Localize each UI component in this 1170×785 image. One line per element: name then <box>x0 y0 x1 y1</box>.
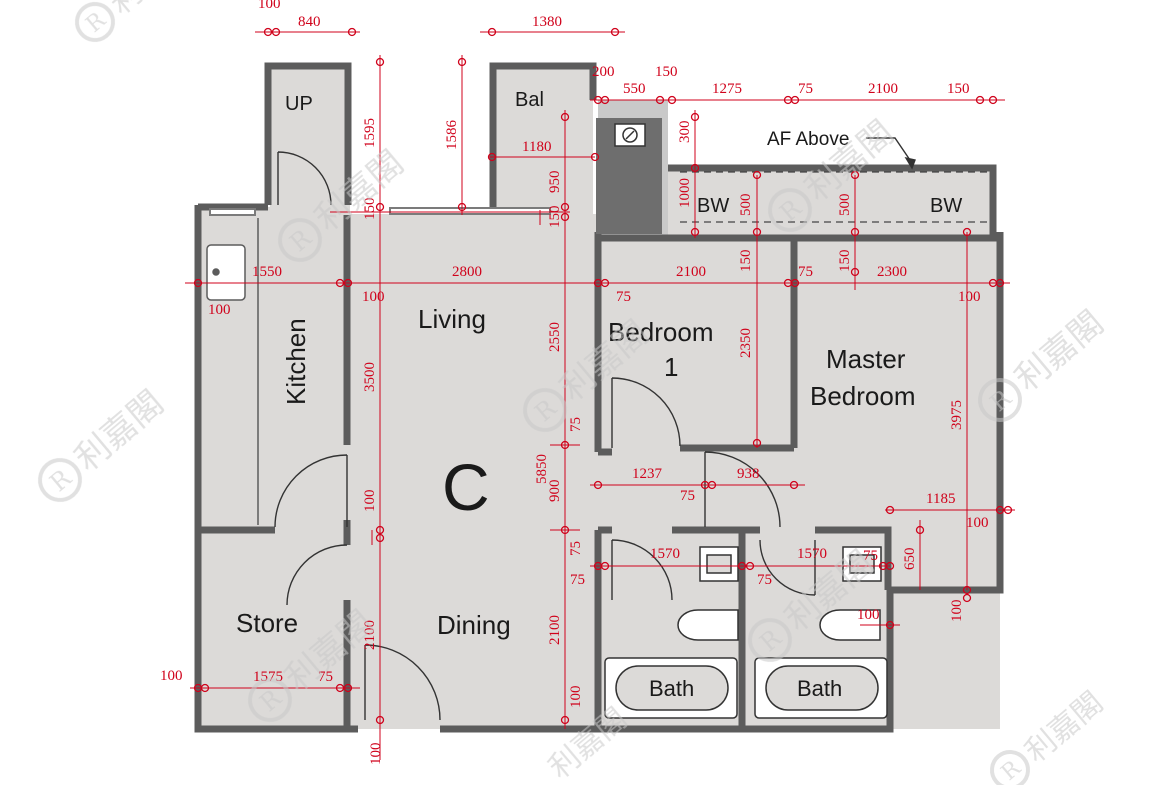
dim-v-150a: 150 <box>362 198 378 221</box>
dim-v-650: 650 <box>902 548 918 571</box>
dim-h-100t: 100 <box>857 607 880 623</box>
dim-top-100: 100 <box>258 0 281 12</box>
floor-areas <box>200 68 1000 729</box>
label-bedroom1-line1: Bedroom <box>608 317 714 347</box>
dim-top-550: 550 <box>623 81 646 97</box>
kitchen-counter <box>206 218 259 525</box>
dim-h-1237: 1237 <box>632 466 663 482</box>
dim-v-1000: 1000 <box>677 178 693 208</box>
dim-h-100s: 100 <box>160 668 183 684</box>
dim-v-500b: 500 <box>837 194 853 217</box>
watermark-cn: 利嘉閣 <box>1008 303 1112 399</box>
af-arrow <box>866 137 916 170</box>
dim-row-1550: 1550 <box>252 264 282 280</box>
label-kitchen: Kitchen <box>281 318 311 405</box>
label-bal: Bal <box>515 89 544 111</box>
dim-h-75br: 75 <box>757 572 772 588</box>
watermark-1: R 利嘉閣 <box>75 0 195 42</box>
label-bw-left: BW <box>697 195 729 217</box>
dim-h-1180: 1180 <box>522 139 551 155</box>
dim-v-150b: 150 <box>547 206 563 229</box>
watermark-cn: 利嘉閣 <box>104 0 195 22</box>
dim-v-1586: 1586 <box>444 120 460 151</box>
dim-top-2100: 2100 <box>868 81 898 97</box>
dim-top-150a: 150 <box>655 64 678 80</box>
dim-row-100b: 100 <box>362 289 385 305</box>
dimension-labels: 100 840 1380 200 150 550 1275 75 2100 15… <box>160 0 989 765</box>
dim-v-2550: 2550 <box>547 322 563 352</box>
windows <box>209 207 551 216</box>
dim-top-840: 840 <box>298 14 321 30</box>
label-up: UP <box>285 93 313 115</box>
dim-row-75b: 75 <box>616 289 631 305</box>
dim-h-75s: 75 <box>318 669 333 685</box>
dim-v-1595: 1595 <box>362 118 378 148</box>
dim-v-3975: 3975 <box>949 400 965 430</box>
dim-v-100k: 100 <box>362 490 378 513</box>
dim-row-100a: 100 <box>208 302 231 318</box>
watermark-3: R 利嘉閣 <box>38 383 172 502</box>
label-master-line2: Bedroom <box>810 381 916 411</box>
bay-window-lines <box>680 171 990 223</box>
dim-v-100bot: 100 <box>368 743 384 766</box>
label-bath-right: Bath <box>797 676 842 701</box>
dim-h-1570b: 1570 <box>797 546 827 562</box>
label-bedroom1-line2: 1 <box>664 352 678 382</box>
dim-row-2800: 2800 <box>452 264 482 280</box>
dim-v-900: 900 <box>547 480 563 503</box>
dim-top-1380: 1380 <box>532 14 562 30</box>
dim-v-2350: 2350 <box>738 328 754 358</box>
bath-fixtures <box>604 546 888 719</box>
dim-v-75a: 75 <box>568 417 584 432</box>
dim-h-75bl: 75 <box>570 572 585 588</box>
dim-v-150d: 150 <box>837 250 853 273</box>
dim-v-75b: 75 <box>568 541 584 556</box>
unit-letter: C <box>442 450 490 524</box>
dim-row-2100: 2100 <box>676 264 706 280</box>
dim-h-1185: 1185 <box>926 491 955 507</box>
dim-v-100b: 100 <box>568 686 584 709</box>
dim-top-1275: 1275 <box>712 81 742 97</box>
dim-h-938: 938 <box>737 466 760 482</box>
dim-top-200: 200 <box>592 64 615 80</box>
dim-v-2100a: 2100 <box>362 620 378 650</box>
label-store: Store <box>236 608 298 638</box>
dim-v-500a: 500 <box>738 194 754 217</box>
dimension-nodes <box>193 27 1013 725</box>
dim-h-100r: 100 <box>966 515 989 531</box>
dim-v-2100b: 2100 <box>547 615 563 645</box>
dim-h-75bt: 75 <box>863 548 878 564</box>
watermark-logo: R <box>45 464 78 498</box>
label-master-line1: Master <box>826 344 906 374</box>
label-bath-left: Bath <box>649 676 694 701</box>
dim-row-100c: 100 <box>958 289 981 305</box>
walls <box>194 62 1004 733</box>
watermark-cn: 利嘉閣 <box>68 383 172 479</box>
dim-row-75a: 75 <box>798 264 813 280</box>
dim-row-2300: 2300 <box>877 264 907 280</box>
dim-h-1570a: 1570 <box>650 546 680 562</box>
dim-v-300: 300 <box>677 121 693 144</box>
dim-h-75: 75 <box>680 488 695 504</box>
label-bw-right: BW <box>930 195 962 217</box>
dim-v-3500: 3500 <box>362 362 378 392</box>
label-af-above: AF Above <box>767 129 849 150</box>
dim-v-5850: 5850 <box>534 454 550 484</box>
dim-v-100r: 100 <box>949 600 965 623</box>
dim-v-950: 950 <box>547 171 563 194</box>
label-dining: Dining <box>437 610 511 640</box>
watermark-9: R 利嘉閣 <box>990 685 1110 785</box>
dim-top-75: 75 <box>798 81 813 97</box>
meter-icon <box>622 127 638 143</box>
watermark-cn: 利嘉閣 <box>1019 685 1110 770</box>
dim-v-150c: 150 <box>738 250 754 273</box>
label-living: Living <box>418 304 486 334</box>
dim-top-150b: 150 <box>947 81 970 97</box>
room-labels: UP Bal BW BW AF Above Living Kitchen Bed… <box>236 89 962 701</box>
